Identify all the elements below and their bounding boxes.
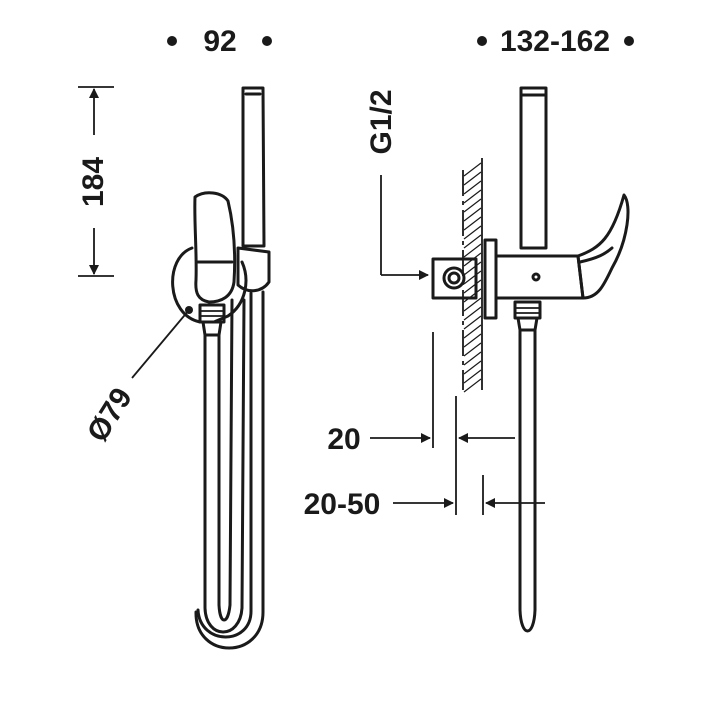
hatch-line — [463, 270, 482, 285]
thread-label: G1/2 — [365, 89, 398, 154]
side-view — [431, 86, 630, 633]
wall-flange — [483, 238, 498, 320]
hatch-line — [463, 288, 482, 303]
hatch-line — [463, 180, 482, 195]
hatch-line — [463, 162, 482, 177]
dimension-dot — [624, 36, 634, 46]
hose-back — [196, 291, 253, 639]
dimension-dot — [477, 36, 487, 46]
offset-dimension: 20 — [327, 332, 515, 515]
hatch-line — [463, 234, 482, 249]
hatch-line — [463, 198, 482, 213]
thread-callout: G1/2 — [365, 89, 429, 280]
side-hose — [518, 328, 537, 633]
diameter-label: Ø79 — [81, 382, 139, 448]
hose-outer — [203, 298, 246, 634]
side-hose-ferrule — [516, 316, 539, 332]
inlet-port-inner — [447, 271, 461, 285]
front-width-label: 92 — [203, 25, 236, 58]
hatch-line — [463, 225, 482, 240]
dimension-dot — [167, 36, 177, 46]
hatch-line — [463, 333, 482, 348]
side-hand-shower — [519, 86, 548, 250]
wall-range-label: 20-50 — [304, 488, 381, 521]
hatch-line — [463, 360, 482, 375]
hatch-line — [463, 324, 482, 339]
hose-inner — [217, 298, 234, 622]
front-width-dimension: 92 — [167, 25, 272, 58]
hatch-line — [463, 171, 482, 186]
diameter-leader — [131, 309, 190, 379]
lever-edge — [578, 246, 614, 264]
hatch-line — [463, 306, 482, 321]
shower-holder — [236, 246, 271, 293]
valve-box — [431, 257, 478, 300]
side-depth-dimension: 132-162 — [477, 25, 634, 58]
hatch-line — [463, 243, 482, 258]
hatch-line — [463, 315, 482, 330]
hatch-line — [463, 369, 482, 384]
dimension-dot — [262, 36, 272, 46]
side-lever — [576, 193, 630, 300]
hatch-line — [463, 351, 482, 366]
hatch-line — [463, 297, 482, 312]
hose-ferrule — [201, 320, 223, 337]
hatch-line — [463, 189, 482, 204]
hand-shower-body — [241, 86, 266, 248]
height-label: 184 — [77, 157, 110, 207]
offset-label: 20 — [327, 423, 360, 456]
hatch-line — [463, 261, 482, 276]
side-hose-connector — [513, 300, 542, 320]
wall-range-dimension: 20-50 — [304, 475, 545, 521]
side-depth-label: 132-162 — [500, 25, 610, 58]
hose-back-outer — [194, 290, 265, 650]
lever-handle — [193, 191, 237, 304]
wall-hatching — [462, 158, 483, 393]
mixer-screw — [531, 272, 541, 282]
hatch-line — [463, 378, 482, 393]
hatch-line — [463, 279, 482, 294]
hatch-line — [463, 216, 482, 231]
hatch-line — [463, 342, 482, 357]
height-dimension: 184 — [77, 86, 114, 277]
hatch-line — [463, 207, 482, 222]
inlet-port — [442, 266, 466, 290]
